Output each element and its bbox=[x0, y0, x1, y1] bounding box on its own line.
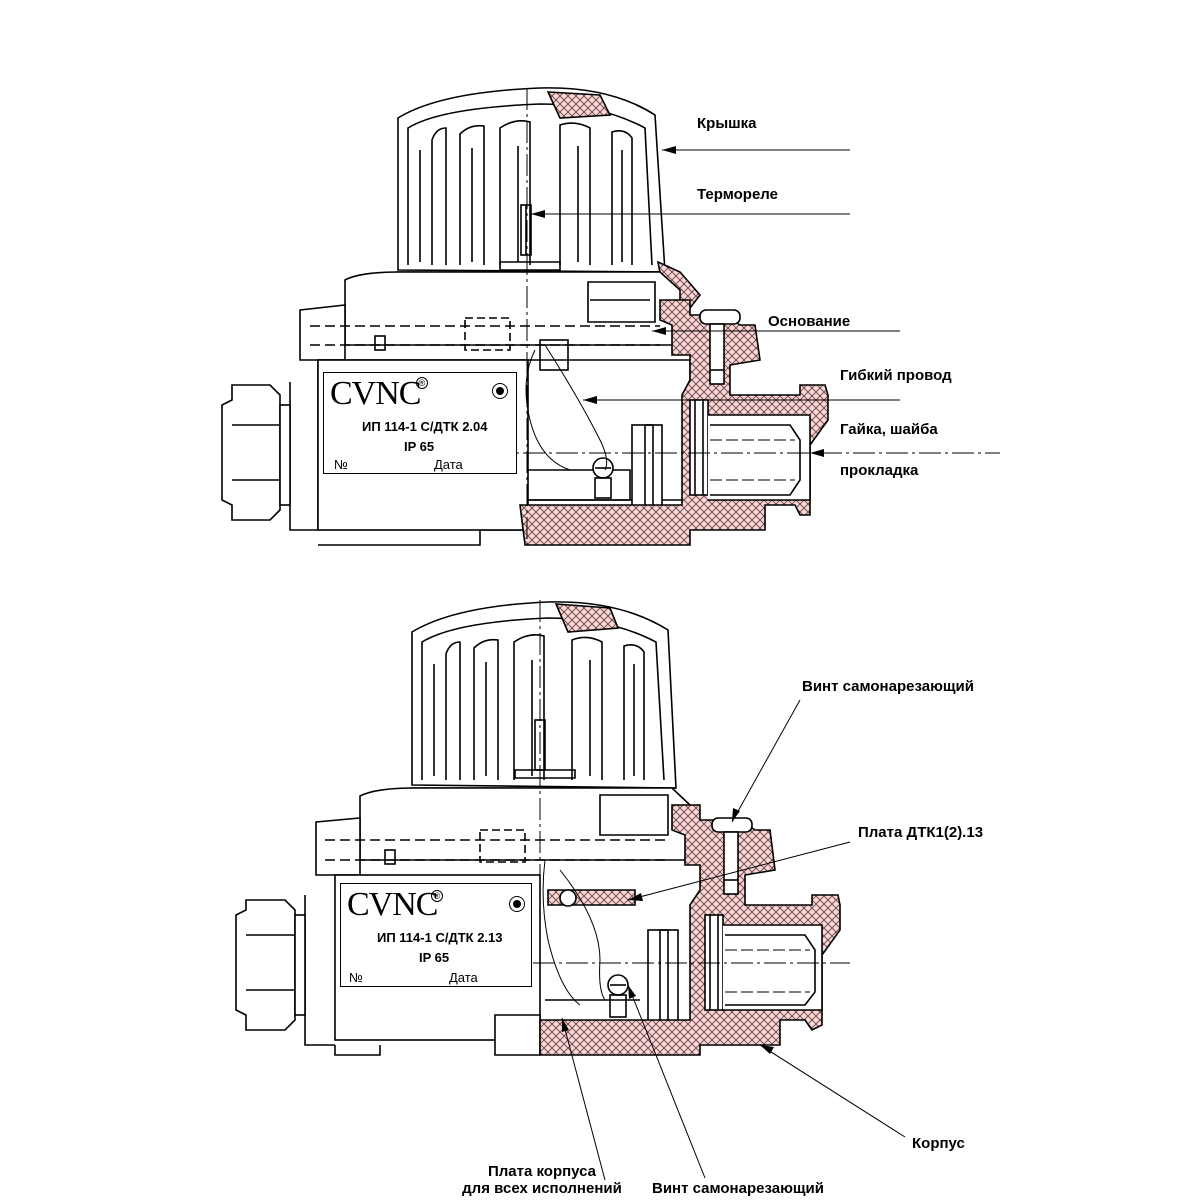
label-board: Плата ДТК1(2).13 bbox=[858, 824, 984, 841]
bottom-plate-number: № bbox=[349, 970, 363, 985]
top-base bbox=[299, 271, 681, 361]
label-cover: Крышка bbox=[697, 115, 757, 132]
label-nut-washer: Гайка, шайба bbox=[840, 421, 938, 438]
top-hatched-section bbox=[519, 299, 829, 546]
bottom-plate-registered-mark: ® bbox=[431, 890, 443, 902]
bottom-leaders bbox=[561, 699, 906, 1181]
top-nameplate: CVNC ® ИП 114-1 С/ДТК 2.04 IP 65 № Дата bbox=[323, 372, 517, 474]
bottom-plate-screw-icon bbox=[509, 896, 525, 912]
label-housing-board: Плата корпуса для всех исполнений bbox=[462, 1163, 622, 1197]
bottom-cover-dome bbox=[410, 601, 677, 789]
top-plate-registered-mark: ® bbox=[416, 377, 428, 389]
label-base: Основание bbox=[768, 313, 851, 330]
top-plate-ip-rating: IP 65 bbox=[404, 439, 435, 454]
bottom-nameplate: CVNC ® ИП 114-1 С/ДТК 2.13 IP 65 № Дата bbox=[340, 883, 532, 987]
bottom-plate-ip-rating: IP 65 bbox=[419, 950, 450, 965]
label-housing: Корпус bbox=[912, 1135, 965, 1152]
label-self-tapping-screw-top: Винт самонарезающий bbox=[802, 678, 974, 695]
bottom-base bbox=[315, 787, 691, 876]
bottom-plate-date: Дата bbox=[449, 970, 478, 985]
bottom-arrowheads bbox=[562, 808, 774, 1054]
label-self-tapping-screw-bottom: Винт самонарезающий bbox=[652, 1180, 824, 1197]
top-plate-number: № bbox=[334, 457, 348, 472]
bottom-plate-model: ИП 114-1 С/ДТК 2.13 bbox=[377, 930, 503, 945]
top-thermorelay bbox=[499, 204, 561, 271]
top-plate-screw-icon bbox=[492, 383, 508, 399]
bottom-hatched-section bbox=[539, 804, 841, 1056]
bottom-plate-logo: CVNC bbox=[347, 886, 438, 923]
top-plate-logo: CVNC bbox=[330, 375, 421, 412]
label-housing-board-line1: Плата корпуса bbox=[487, 1163, 597, 1180]
top-leaders bbox=[531, 149, 900, 401]
top-plate-date: Дата bbox=[434, 457, 463, 472]
label-gasket: прокладка bbox=[840, 462, 919, 479]
label-thermorelay: Термореле bbox=[697, 186, 778, 203]
label-flex-wire: Гибкий провод bbox=[840, 367, 952, 384]
top-plate-model: ИП 114-1 С/ДТК 2.04 bbox=[362, 419, 488, 434]
top-arrowheads bbox=[531, 146, 824, 457]
label-housing-board-line2: для всех исполнений bbox=[462, 1180, 622, 1197]
